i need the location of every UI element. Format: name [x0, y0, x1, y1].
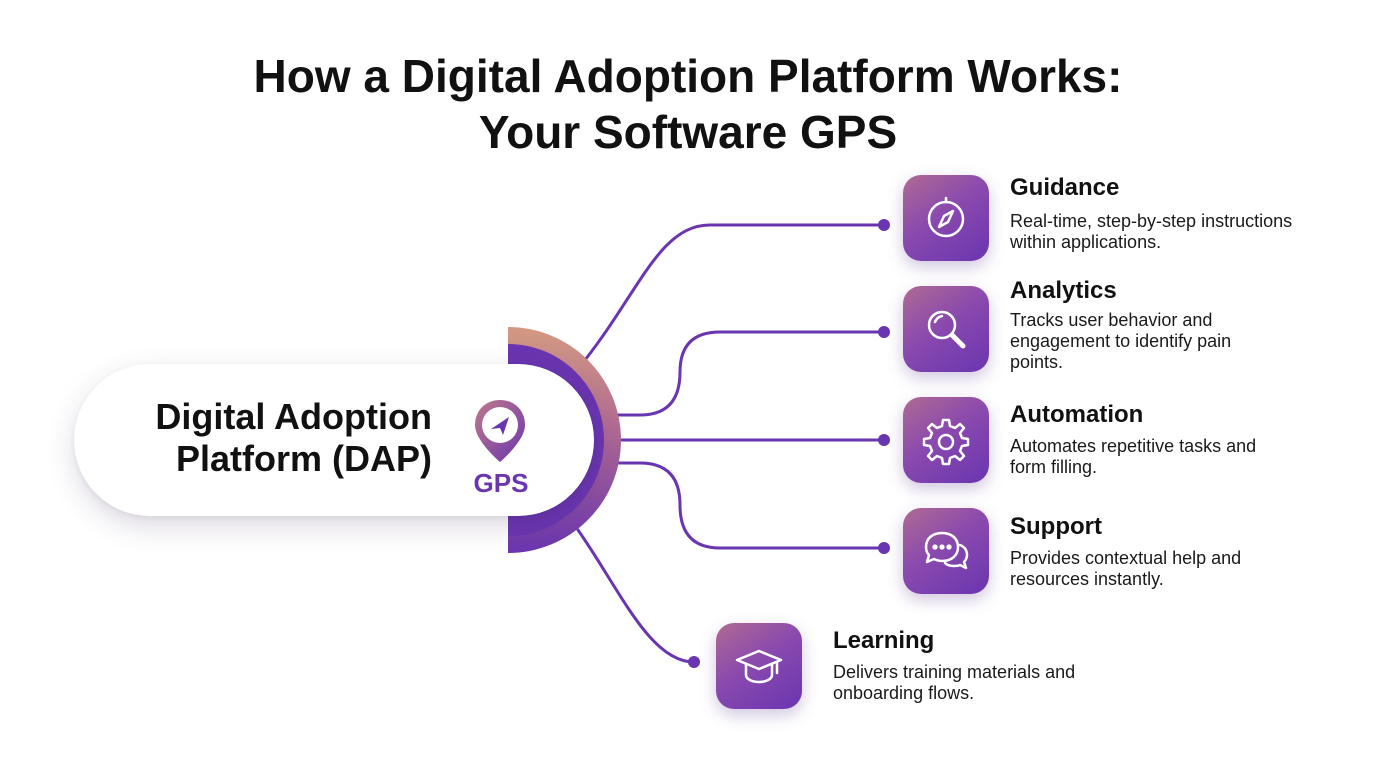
guidance-icon-tile — [903, 175, 989, 261]
magnifier-icon — [927, 310, 966, 349]
feature-desc-analytics: Tracks user behavior and engagement to i… — [1010, 310, 1232, 372]
location-pin-navigation-icon — [475, 400, 525, 462]
connector-analytics — [606, 330, 886, 417]
hub-label: Digital Adoption Platform (DAP) — [92, 396, 432, 480]
compass-icon — [927, 196, 965, 238]
connector-dot-learning — [688, 656, 700, 668]
connector-support — [606, 461, 886, 550]
page-title: How a Digital Adoption Platform Works: Y… — [0, 48, 1376, 160]
graduation-cap-icon — [735, 649, 783, 684]
feature-desc-learning: Delivers training materials and onboardi… — [833, 662, 1076, 703]
feature-title-automation: Automation — [1010, 401, 1144, 428]
connector-guidance — [583, 223, 886, 362]
analytics-icon-tile — [903, 286, 989, 372]
gps-badge: GPS — [473, 468, 529, 498]
feature-title-learning: Learning — [833, 627, 935, 654]
title-line-2: Your Software GPS — [478, 106, 898, 158]
feature-desc-automation: Automates repetitive tasks and form fill… — [1010, 436, 1257, 477]
automation-icon-tile — [903, 397, 989, 483]
gear-icon — [922, 418, 970, 466]
chat-bubbles-icon — [924, 531, 969, 570]
feature-title-analytics: Analytics — [1010, 277, 1117, 304]
hub-label-line-2: Platform (DAP) — [175, 438, 432, 479]
support-icon-tile — [903, 508, 989, 594]
feature-title-guidance: Guidance — [1010, 174, 1120, 201]
connector-learning — [576, 528, 696, 664]
connector-dot-support — [878, 542, 890, 554]
feature-desc-guidance: Real-time, step-by-step instructions wit… — [1010, 211, 1293, 252]
feature-desc-support: Provides contextual help and resources i… — [1010, 548, 1242, 589]
feature-title-support: Support — [1010, 513, 1102, 540]
connector-dot-guidance — [878, 219, 890, 231]
hub-label-line-1: Digital Adoption — [155, 396, 432, 437]
connector-dot-analytics — [878, 326, 890, 338]
learning-icon-tile — [716, 623, 802, 709]
title-line-1: How a Digital Adoption Platform Works: — [253, 50, 1123, 102]
connector-dot-automation — [878, 434, 890, 446]
